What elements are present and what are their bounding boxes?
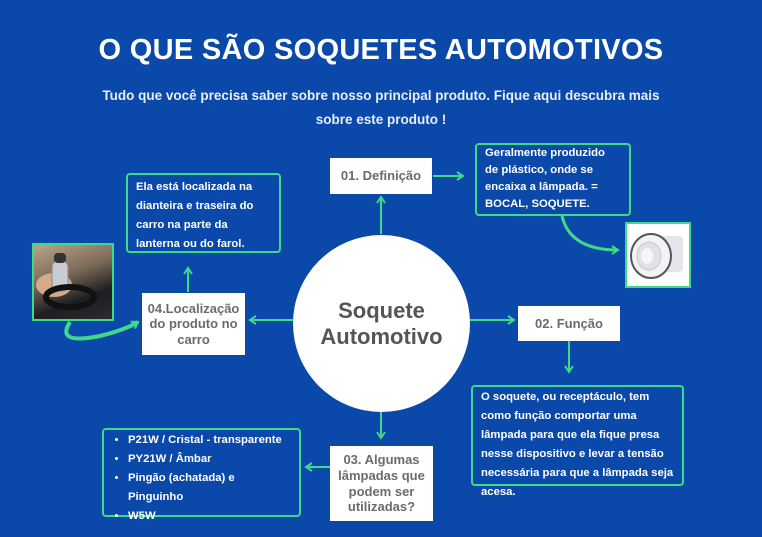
- socket-image: [625, 222, 691, 288]
- curved-arrow-from-photo: [64, 320, 140, 341]
- definicao-label-box: 01. Definição: [330, 158, 432, 194]
- list-item: Pingão (achatada) e Pinguinho: [128, 469, 291, 507]
- headlight-bulb-photo: [32, 243, 114, 321]
- lampadas-label-box: 03. Algumas lâmpadas que podem ser utili…: [330, 446, 433, 521]
- funcao-text-box: O soquete, ou receptáculo, tem como funç…: [471, 385, 684, 498]
- definicao-text-box: Geralmente produzido de plástico, onde s…: [475, 143, 631, 216]
- list-item: W5W: [128, 507, 291, 526]
- lampadas-list: P21W / Cristal - transparente PY21W / Âm…: [112, 431, 291, 526]
- center-title-line-2: Automotivo: [320, 323, 443, 349]
- subtitle-line-2: sobre este produto !: [315, 112, 447, 127]
- localizacao-text-box: Ela está localizada na dianteira e trase…: [126, 173, 281, 253]
- lampadas-list-box: P21W / Cristal - transparente PY21W / Âm…: [102, 428, 301, 522]
- list-item: P21W / Cristal - transparente: [128, 431, 291, 450]
- list-item: PY21W / Âmbar: [128, 450, 291, 469]
- funcao-label-box: 02. Função: [518, 306, 620, 341]
- center-title-line-1: Soquete: [338, 298, 425, 324]
- curved-arrow-to-socket: [560, 215, 620, 255]
- center-circle: Soquete Automotivo: [293, 235, 470, 412]
- subtitle-line-1: Tudo que você precisa saber sobre nosso …: [102, 88, 660, 103]
- page-title: O QUE SÃO SOQUETES AUTOMOTIVOS: [98, 34, 664, 66]
- localizacao-label-box: 04.Localização do produto no carro: [142, 293, 245, 355]
